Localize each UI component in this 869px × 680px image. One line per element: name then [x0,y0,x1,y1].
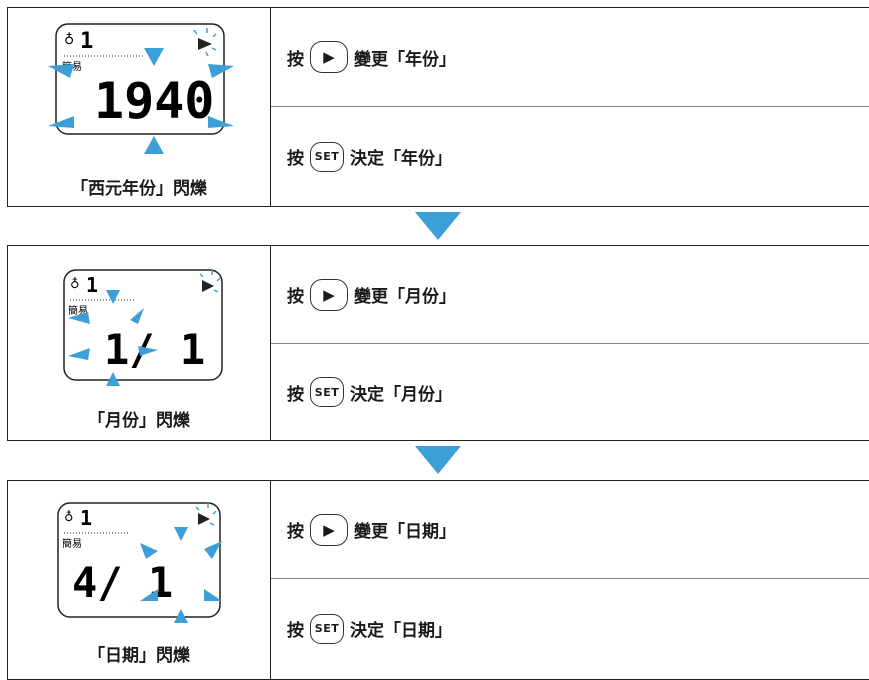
blink-indicators [140,527,222,623]
action-text: 決定「月份」 [350,384,452,405]
action-row: 按 SET 決定「月份」 [271,343,869,440]
lcd-panel: ♁ 1 簡易 1940 「西元年份」閃爍 [8,8,271,206]
action-text: 變更「日期」 [354,522,456,542]
lcd-display-day: ♁ 1 簡易 4/ 1 [57,502,222,623]
action-prefix: 按 [287,522,304,542]
user-number: 1 [80,29,93,54]
action-prefix: 按 [287,384,304,405]
action-prefix: 按 [287,621,304,641]
step-day: ♁ 1 簡易 4/ 1 「日期」閃爍 按 ▶ 變更「日期」 [7,480,869,680]
svg-text:♁: ♁ [64,32,74,48]
next-step-arrow-icon [415,446,461,474]
blink-indicators [68,290,158,386]
svg-text:♁: ♁ [70,277,80,292]
action-text: 決定「日期」 [350,621,452,641]
lcd-display-month: ♁ 1 簡易 1/ 1 [63,269,223,386]
display-value: 1940 [94,72,214,130]
user-number: 1 [80,506,92,530]
lcd-display-year: ♁ 1 簡易 1940 [48,23,234,154]
set-button-icon: SET [310,613,344,644]
action-text: 變更「月份」 [354,287,456,307]
set-button-icon: SET [310,141,344,172]
play-button-icon: ▶ [310,278,348,311]
svg-text:♁: ♁ [64,510,74,525]
mode-label: 簡易 [62,537,82,550]
action-row: 按 SET 決定「日期」 [271,578,869,678]
action-prefix: 按 [287,149,304,169]
status-caption: 「日期」閃爍 [88,646,190,666]
action-row: 按 ▶ 變更「日期」 [271,481,869,578]
action-row: 按 SET 決定「年份」 [271,106,869,206]
step-year: ♁ 1 簡易 1940 「西元年份」閃爍 按 ▶ 變更「年份」 [7,7,869,207]
action-text: 決定「年份」 [350,149,452,169]
actions: 按 ▶ 變更「年份」 按 SET 決定「年份」 [271,8,869,206]
set-button-icon: SET [310,377,344,407]
action-row: 按 ▶ 變更「年份」 [271,8,869,106]
status-caption: 「月份」閃爍 [88,411,190,431]
play-button-icon: ▶ [310,41,348,73]
blink-indicators [48,48,234,154]
action-prefix: 按 [287,287,304,307]
next-step-arrow-icon [415,212,461,240]
lcd-panel: ♁ 1 簡易 1/ 1 「月份」閃爍 [8,246,271,440]
actions: 按 ▶ 變更「日期」 按 SET 決定「日期」 [271,481,869,679]
actions: 按 ▶ 變更「月份」 按 SET 決定「月份」 [271,246,869,440]
step-month: ♁ 1 簡易 1/ 1 「月份」閃爍 按 ▶ 變更「月份」 [7,245,869,441]
lcd-panel: ♁ 1 簡易 4/ 1 「日期」閃爍 [8,481,271,679]
status-caption: 「西元年份」閃爍 [71,179,207,199]
user-number: 1 [86,273,98,297]
action-prefix: 按 [287,49,304,70]
action-row: 按 ▶ 變更「月份」 [271,246,869,343]
play-button-icon: ▶ [310,513,348,546]
action-text: 變更「年份」 [354,49,456,70]
